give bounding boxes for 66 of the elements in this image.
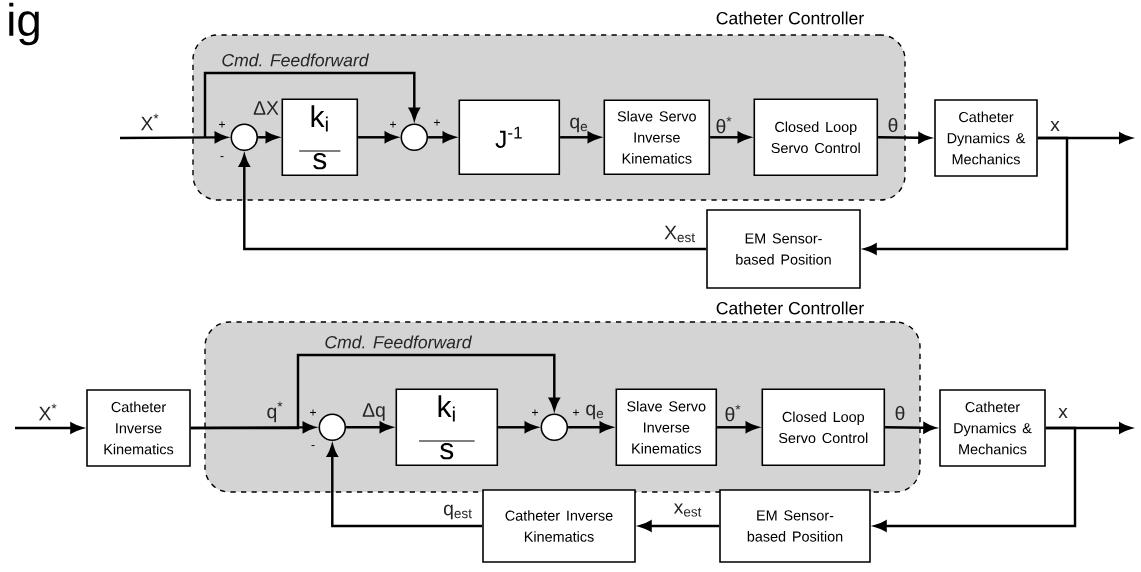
arrow (639, 520, 720, 532)
block-box: Closed Loop Servo Control (753, 98, 879, 177)
block-box: Slave Servo Inverse Kinematics (603, 99, 711, 176)
sign-label: + (573, 409, 579, 416)
edge-label: θ$^{*}$ (725, 404, 741, 422)
block-box: Slave Servo Inverse Kinematics (615, 388, 718, 467)
arrow (568, 421, 613, 433)
edge-label: θ (895, 405, 905, 421)
edge-label: x$_{est}$ (673, 503, 702, 517)
arrow (258, 131, 279, 143)
arrow (560, 131, 601, 143)
node-label: Catheter Controller (716, 301, 864, 315)
figure-label: ig (9, 2, 39, 46)
edge-label: x (1050, 120, 1060, 132)
summing-junction (540, 413, 569, 442)
edge-label: Δq (362, 403, 385, 421)
arrow (874, 426, 1077, 532)
edge-label: x (1058, 407, 1068, 419)
block-box: EM Sensor-based Position (719, 489, 871, 563)
arrow (498, 421, 538, 433)
transfer-function-box: k$_{i}$ s (281, 98, 359, 177)
block-box: Closed Loop Servo Control (761, 388, 886, 467)
arrow (878, 132, 931, 144)
edge-label: q$^{*}$ (267, 401, 283, 423)
arrow (346, 421, 393, 433)
sign-label: - (311, 445, 315, 447)
edge-label: q$_{e}$ (570, 117, 588, 133)
edge-label: θ$^{*}$ (716, 116, 732, 134)
sign-label: + (310, 409, 316, 416)
arrow (717, 421, 759, 433)
transfer-function-box: k$_{i}$ s (395, 388, 499, 467)
summing-junction (230, 123, 259, 152)
arrow (885, 422, 936, 434)
arrow (15, 422, 83, 434)
sign-label: + (219, 121, 225, 128)
edge-label: θ (888, 117, 898, 133)
summing-junction (318, 413, 347, 442)
sign-label: - (220, 156, 224, 158)
arrow (120, 131, 228, 143)
arrow (238, 154, 707, 251)
arrow (864, 136, 1069, 255)
sign-label: + (390, 121, 396, 128)
block-box: Catheter Dynamics & Mechanics (939, 389, 1046, 467)
arrow (326, 444, 483, 528)
edge-label: Cmd. Feedforward (222, 53, 370, 67)
block-box: Catheter Inverse Kinematics (482, 489, 636, 563)
sign-label: + (532, 409, 538, 416)
edge-label: q$_{est}$ (443, 504, 472, 520)
edge-label: ΔX (253, 101, 279, 115)
block-box: J$^{-1}$ (458, 99, 561, 176)
node-label: Catheter Controller (716, 11, 864, 25)
edge-label: X$_{est}$ (664, 225, 695, 243)
arrow (710, 131, 751, 143)
arrow (428, 131, 456, 143)
summing-junction (400, 123, 429, 152)
edge-label: Cmd. Feedforward (325, 335, 473, 349)
block-box: Catheter Dynamics & Mechanics (934, 99, 1038, 177)
edge-label: q$_{e}$ (586, 404, 604, 420)
edge-label: X$^{*}$ (38, 403, 57, 421)
sign-label: + (434, 119, 440, 126)
edge-label: X$^{*}$ (140, 113, 159, 131)
arrow (190, 353, 560, 430)
block-box: EM Sensor-based Position (706, 209, 861, 289)
arrow (203, 71, 420, 138)
arrow (358, 131, 398, 143)
block-box: Catheter Inverse Kinematics (86, 389, 191, 467)
